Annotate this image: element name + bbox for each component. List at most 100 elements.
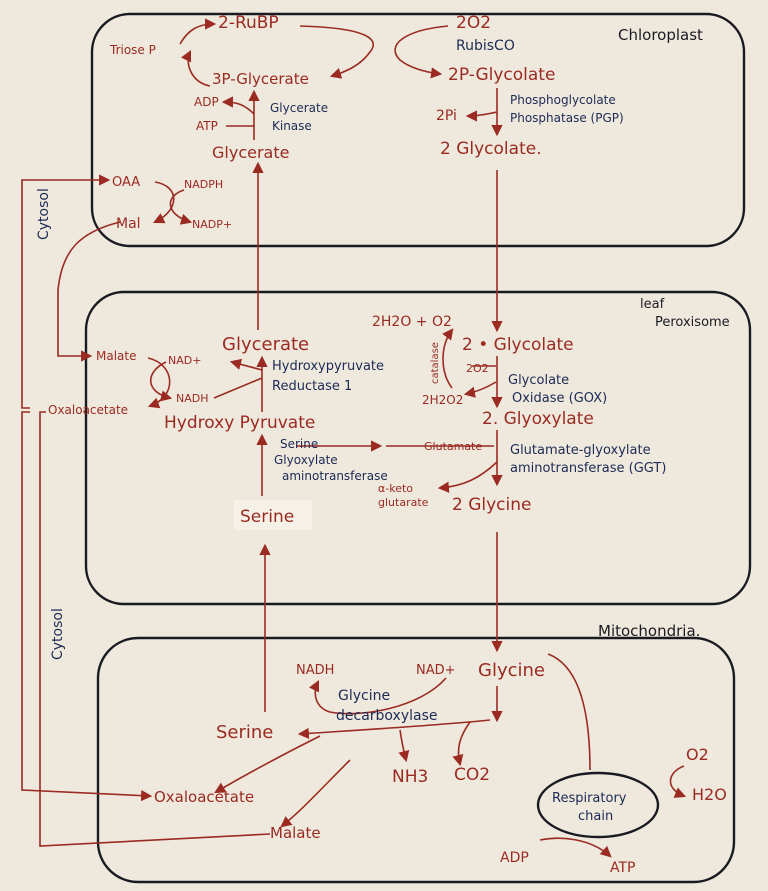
oxaloacetate-label-cytosol: Oxaloacetate — [48, 403, 128, 417]
pga-label: 3P-Glycerate — [212, 70, 309, 88]
atp-label-mitochondria: ATP — [610, 860, 635, 876]
nadh-label-peroxisome: NADH — [176, 392, 209, 405]
cytosol-label-top: Cytosol — [36, 188, 52, 240]
arrow-co2-release — [452, 721, 471, 767]
nh3-label: NH3 — [392, 767, 428, 787]
arrow-o2-to-h2o — [669, 765, 687, 798]
o2-label-mitochondria: O2 — [686, 745, 709, 764]
glycerate-label-peroxisome: Glycerate — [222, 334, 309, 355]
gox-label-2: Oxidase (GOX) — [512, 391, 607, 406]
arrow-nadh-to-hpr — [213, 377, 263, 399]
sgat-label-3: aminotransferase — [282, 469, 388, 483]
glycolate-label-chloroplast: 2 Glycolate. — [440, 139, 542, 159]
arrow-h2o2-formed — [463, 381, 497, 398]
p-glycolate-label: 2P-Glycolate — [448, 65, 555, 85]
h2o2-label: 2H2O2 — [422, 393, 463, 407]
respiratory-chain-label-2: chain — [578, 809, 613, 824]
glycine-label-mitochondria: Glycine — [478, 660, 545, 681]
nad-label-peroxisome: NAD+ — [168, 354, 201, 367]
chloroplast-title: Chloroplast — [618, 26, 703, 44]
adp-label-chloroplast: ADP — [194, 95, 219, 109]
respiratory-chain-outline — [536, 771, 660, 839]
rubisco-label: RubisCO — [456, 38, 515, 54]
chloroplast-boundary — [90, 12, 746, 248]
nadp-label: NADP+ — [192, 218, 232, 231]
reaction-arrows — [21, 18, 687, 858]
gdc-label-2: decarboxylase — [336, 708, 438, 724]
ggt-label-1: Glutamate-glyoxylate — [510, 443, 651, 458]
glyoxylate-label: 2. Glyoxylate — [482, 409, 594, 429]
sgat-label-2: Glyoxylate — [274, 453, 338, 467]
nadph-label: NADPH — [184, 178, 223, 191]
gdc-label-1: Glycine — [338, 688, 390, 704]
arrow-rubp-to-pga — [299, 25, 375, 79]
peroxisome-boundary — [84, 290, 752, 606]
chloroplast-labels: 2-RuBP 2O2 RubisCO Triose P 3P-Glycerate… — [109, 13, 624, 232]
cytosol-label-bottom: Cytosol — [50, 608, 66, 660]
cytosol-labels: Cytosol Cytosol — [36, 188, 66, 660]
glycerate-label-chloroplast: Glycerate — [212, 143, 289, 162]
arrow-cytosol-to-oaa — [21, 174, 111, 409]
arrow-nadph-to-nadp — [169, 189, 193, 225]
peroxisome-title-line2: Peroxisome — [655, 315, 730, 330]
arrow-nadh-to-oaa — [214, 735, 321, 794]
hpr-label-2: Reductase 1 — [272, 379, 352, 394]
arrow-oaa-to-mal — [152, 181, 175, 224]
rubp-label: 2-RuBP — [218, 13, 279, 33]
peroxisome-labels: Glycerate Hydroxypyruvate Reductase 1 Ma… — [48, 314, 666, 530]
compartment-outlines — [84, 12, 752, 884]
pgp-label-2: Phosphatase (PGP) — [510, 111, 624, 125]
akg-label-2: glutarate — [378, 496, 429, 509]
arrow-nh3-release — [398, 729, 410, 763]
oaa-label-chloroplast: OAA — [112, 175, 140, 190]
mitochondria-labels: NADH NAD+ Glycine Glycine decarboxylase … — [154, 660, 727, 876]
hydroxypyruvate-label: Hydroxy Pyruvate — [164, 413, 315, 433]
arrow-hpr-to-nad — [229, 358, 263, 371]
glycerate-kinase-label-2: Kinase — [272, 119, 312, 133]
arrow-malate-to-oaa — [147, 357, 171, 409]
water-oxygen-label: 2H2O + O2 — [372, 314, 452, 330]
arrow-nad-to-nadh-mito — [308, 677, 447, 715]
serine-label-peroxisome: Serine — [240, 507, 294, 527]
o2-label-peroxisome: 2O2 — [466, 362, 489, 375]
serine-label-mitochondria: Serine — [216, 722, 273, 743]
glycerate-kinase-label-1: Glycerate — [270, 101, 328, 115]
arrow-akg-out — [437, 461, 498, 493]
gox-label-1: Glycolate — [508, 373, 569, 388]
respiratory-chain-label-1: Respiratory — [552, 791, 627, 806]
peroxisome-title-line1: leaf — [640, 297, 665, 312]
co2-label: CO2 — [454, 765, 490, 785]
o2-label: 2O2 — [456, 13, 491, 33]
arrow-pi-release — [465, 110, 498, 122]
arrow-glycine-to-serine — [297, 719, 491, 739]
arrow-malate-to-cytosol — [39, 411, 271, 847]
adp-label-mitochondria: ADP — [500, 850, 529, 866]
arrow-o2-to-p-glycolate — [394, 25, 449, 79]
triose-p-label: Triose P — [109, 43, 156, 57]
akg-label-1: α-keto — [378, 482, 413, 495]
ggt-label-2: aminotransferase (GGT) — [510, 461, 666, 476]
arrow-pga-to-triose — [180, 49, 211, 87]
malate-label-peroxisome: Malate — [96, 349, 136, 363]
arrow-cytosol-to-mito-oaa — [21, 411, 153, 802]
arrow-adp-out — [221, 96, 255, 115]
serine-highlight — [234, 500, 312, 530]
mitochondria-boundary — [96, 636, 736, 884]
catalase-label: catalase — [430, 342, 441, 384]
mal-label-chloroplast: Mal — [116, 216, 141, 232]
malate-label-mitochondria: Malate — [270, 824, 321, 842]
nadh-label-mitochondria: NADH — [296, 663, 334, 678]
arrow-adp-to-atp — [539, 837, 612, 858]
nad-label-mitochondria: NAD+ — [416, 663, 456, 678]
arrow-malate-to-oaa-mito — [280, 759, 351, 828]
arrow-mal-to-cytosol — [57, 221, 121, 362]
glycolate-label-peroxisome: 2 • Glycolate — [462, 335, 574, 355]
arrow-nadh-to-respiratory — [547, 653, 591, 771]
pgp-label-1: Phosphoglycolate — [510, 93, 616, 107]
glycine-label-peroxisome: 2 Glycine — [452, 495, 531, 515]
arrow-triose-to-rubp — [179, 18, 217, 45]
mitochondria-title: Mitochondria. — [598, 622, 700, 640]
glutamate-label: Glutamate — [424, 440, 482, 453]
pi-label: 2Pi — [436, 108, 457, 124]
